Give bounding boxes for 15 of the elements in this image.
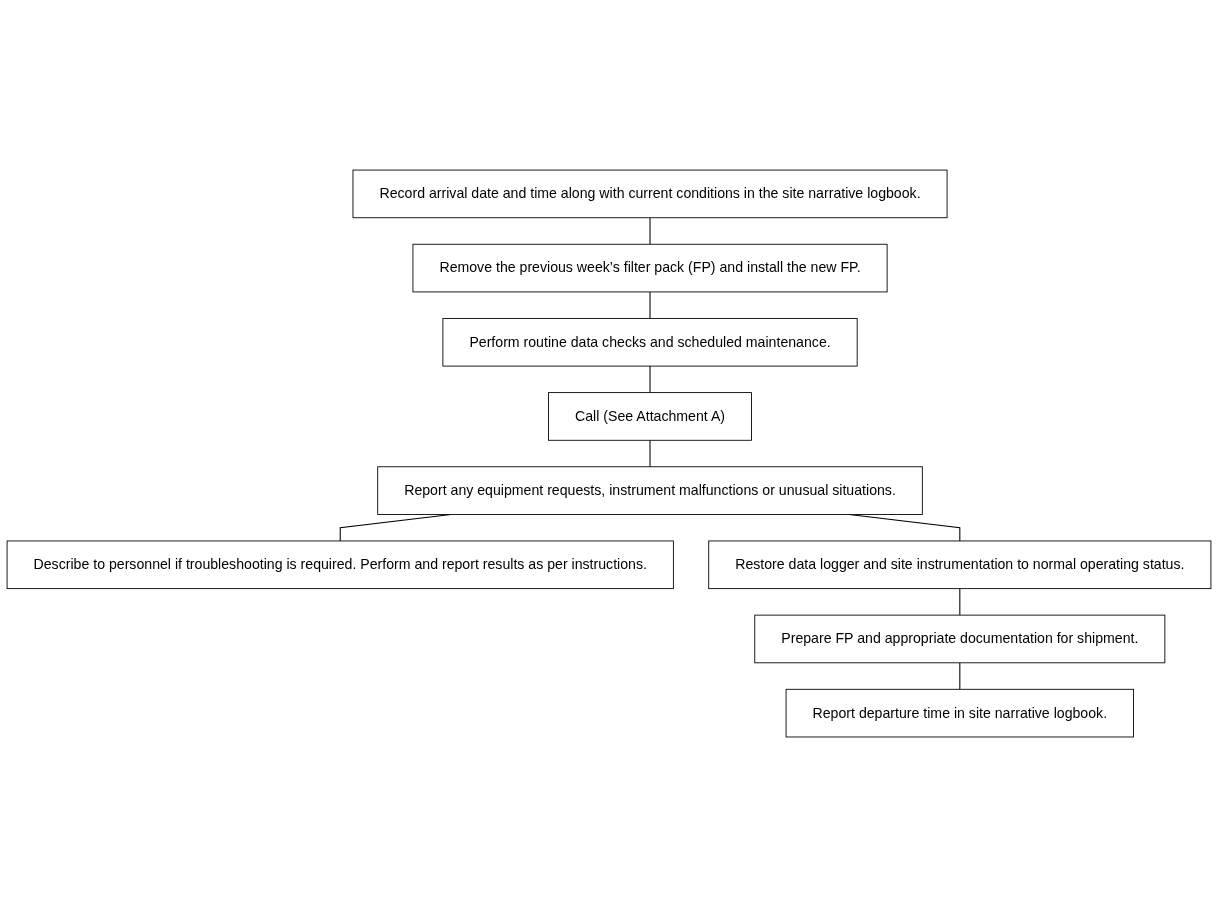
connector (959, 588, 961, 616)
node-box: Remove the previous week’s filter pack (FP) and install the new FP. (412, 243, 888, 293)
connector (649, 365, 651, 394)
node-box: Record arrival date and time along with current conditions in the site narrative logbook. (352, 169, 948, 219)
connector (959, 662, 961, 690)
node-box: Perform routine data checks and scheduled maintenance. (442, 317, 858, 367)
node-box: Call (See Attachment A) (548, 392, 752, 441)
node-box: Report departure time in site narrative logbook. (785, 688, 1134, 738)
connector (649, 217, 651, 245)
node-box: Prepare FP and appropriate documentation for shipment. (754, 614, 1166, 664)
node-box: Restore data logger and site instrumentation to normal operating status. (708, 540, 1212, 590)
node-box: Report any equipment requests, instrument malfunctions or unusual situations. (377, 466, 923, 515)
connector (649, 439, 651, 468)
connector (649, 291, 651, 319)
node-box: Describe to personnel if troubleshooting is required. Perform and report results as per instructions. (6, 540, 674, 590)
